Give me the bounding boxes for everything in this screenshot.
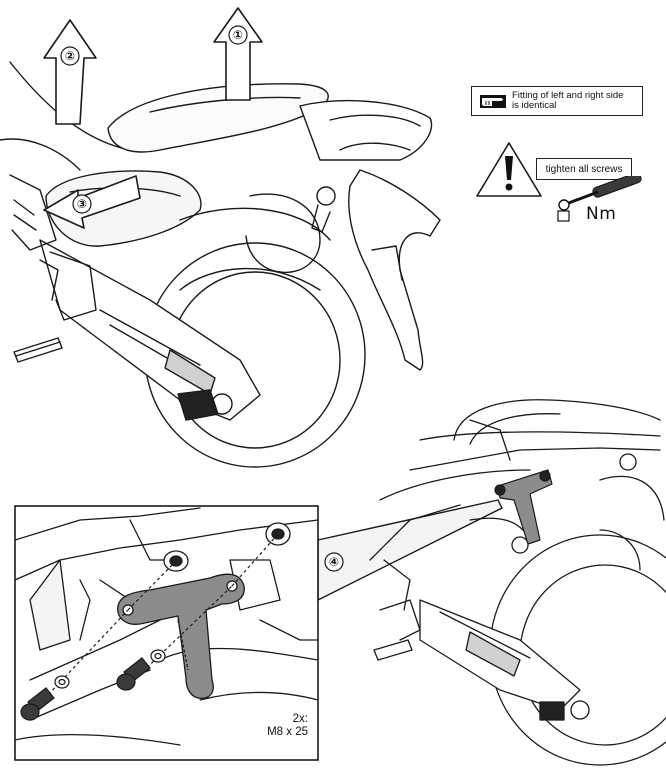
- tail-light: [329, 114, 421, 127]
- screw-quantity: 2x:: [292, 713, 308, 725]
- step-circles: [60, 25, 344, 572]
- mounting-screws: [20, 533, 279, 721]
- arrow-3: [43, 175, 141, 229]
- exhaust: [245, 193, 321, 274]
- step-4-label: ④: [329, 555, 339, 569]
- pointing-hand-icon: [478, 87, 508, 115]
- detail-leader: [317, 499, 503, 602]
- torque-wrench-icon: [557, 176, 642, 222]
- identical-sides-note: Fitting of left and right side is identi…: [471, 86, 643, 116]
- arrow-1: [213, 7, 263, 101]
- grab-rail: [453, 399, 661, 441]
- frame-left: [9, 174, 57, 251]
- identical-sides-text: Fitting of left and right side is identi…: [512, 90, 624, 111]
- screw-spec: 2x: M8 x 25: [222, 713, 308, 739]
- seat: [107, 83, 329, 153]
- step-2-label: ②: [65, 49, 75, 63]
- screw-size: M8 x 25: [267, 726, 308, 738]
- step-3-label: ③: [77, 197, 87, 211]
- footpeg-installed: [373, 639, 413, 661]
- motorcycle-installed-view: [369, 399, 666, 766]
- license-bracket: [348, 169, 441, 371]
- arrow-2: [43, 19, 97, 125]
- step-1-label: ①: [233, 28, 243, 42]
- torque-unit: Nm: [586, 204, 617, 224]
- rear-fender: [179, 207, 331, 241]
- footpeg: [13, 337, 63, 363]
- swingarm: [39, 239, 261, 421]
- tighten-screws-label: tighten all screws: [536, 158, 632, 180]
- motorcycle-top-view: [0, 61, 441, 468]
- mounted-bracket: [494, 469, 553, 545]
- torque-warning: tighten all screws Nm: [474, 140, 654, 230]
- tail-cover: [299, 99, 433, 161]
- warning-triangle-icon: [476, 142, 542, 197]
